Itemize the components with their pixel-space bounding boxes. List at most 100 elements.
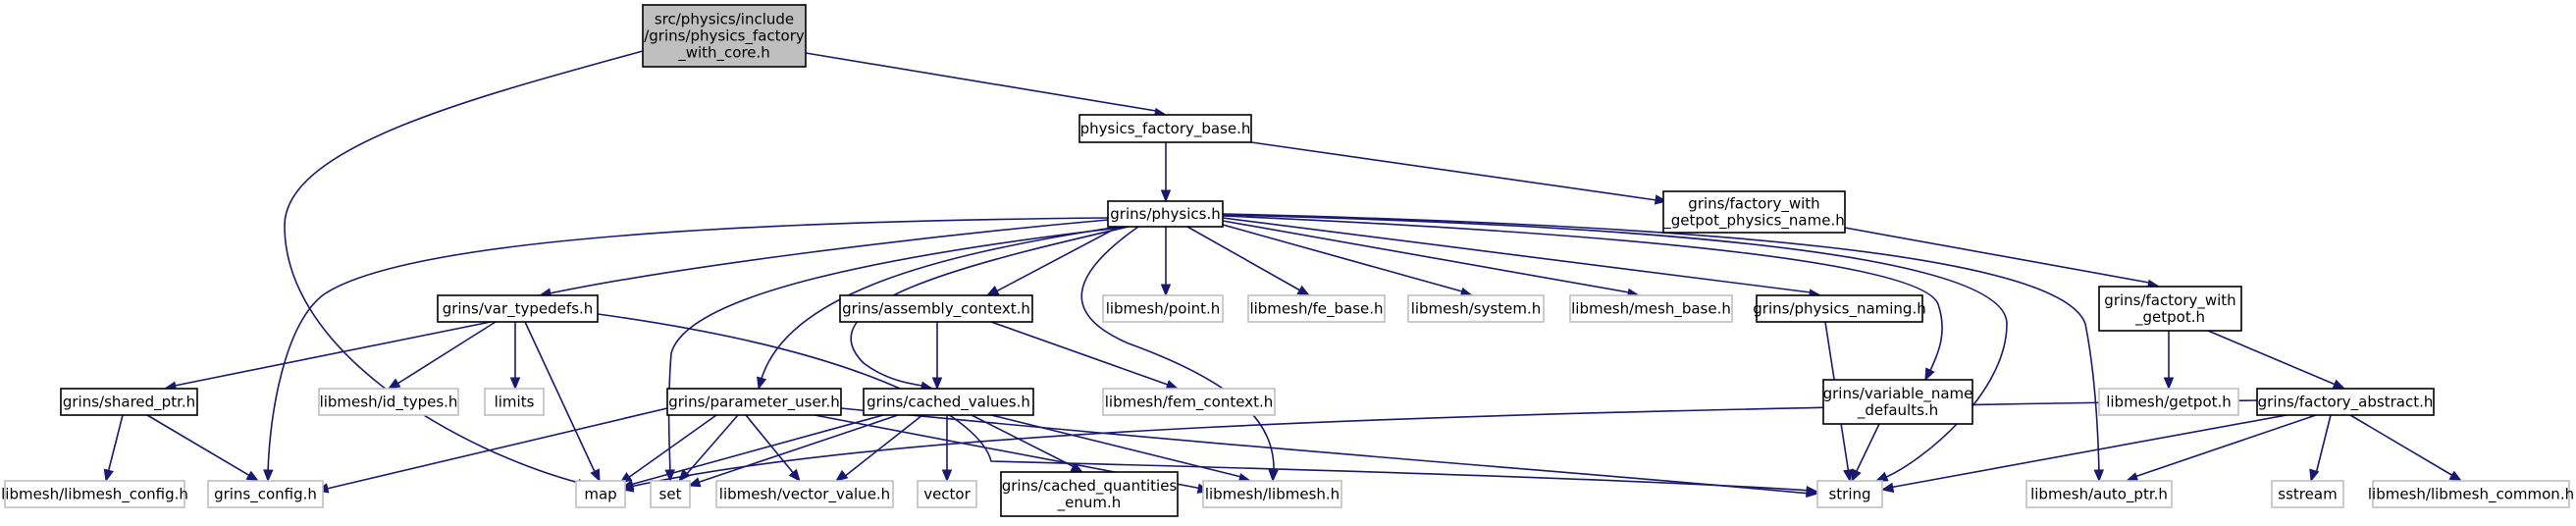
edge-physics-to-variable_name_defaults xyxy=(1222,215,1943,376)
node-label: grins/parameter_user.h xyxy=(668,394,840,412)
node-label: vector xyxy=(923,486,971,503)
node-cached-values[interactable]: grins/cached_values.h xyxy=(863,388,1034,416)
node-libmesh-system: libmesh/system.h xyxy=(1407,294,1545,323)
node-box xyxy=(575,480,626,508)
node-libmesh-mesh-base: libmesh/mesh_base.h xyxy=(1569,294,1733,323)
node-label: libmesh/auto_ptr.h xyxy=(2030,486,2168,504)
edge-parameter_user-to-string xyxy=(840,407,1812,495)
edge-physics-to-libmesh_libmesh xyxy=(1080,226,1275,474)
edge-root-to-physics_factory_base xyxy=(805,52,1157,112)
node-libmesh-libmesh: libmesh/libmesh.h xyxy=(1202,480,1342,508)
node-libmesh-id-types: libmesh/id_types.h xyxy=(318,388,459,416)
node-box xyxy=(1756,294,1923,323)
edge-var_typedefs-to-map xyxy=(524,321,597,475)
node-label: _getpot_physics_name.h xyxy=(1662,212,1844,231)
edge-var_typedefs-to-shared_ptr xyxy=(174,321,492,387)
arrowhead-shared_ptr-to-libmesh_libmesh_config xyxy=(103,468,114,483)
node-box xyxy=(1662,190,1846,234)
node-box xyxy=(1000,471,1179,517)
arrowhead-cached_values-to-libmesh_vector_value xyxy=(834,469,849,482)
edge-factory_with_getpot-to-factory_abstract xyxy=(2207,330,2337,386)
node-libmesh-vector-value: libmesh/vector_value.h xyxy=(715,480,894,508)
node-box xyxy=(2098,286,2242,332)
edge-physics-to-libmesh_auto_ptr xyxy=(1222,213,2100,474)
node-label: _enum.h xyxy=(1057,494,1122,512)
node-label: grins/assembly_context.h xyxy=(842,300,1030,319)
node-label: string xyxy=(1828,486,1870,503)
arrowhead-physics-to-libmesh_libmesh xyxy=(1268,469,1279,483)
node-box xyxy=(1107,200,1224,228)
node-box xyxy=(2372,480,2570,508)
node-variable-name-defaults[interactable]: grins/variable_name_defaults.h xyxy=(1822,379,1973,425)
edge-physics-to-var_typedefs xyxy=(549,219,1109,294)
node-label: sstream xyxy=(2278,486,2337,503)
arrowhead-parameter_user-to-libmesh_vector_value xyxy=(788,468,801,483)
node-set: set xyxy=(650,480,691,508)
node-map: map xyxy=(575,480,626,508)
edge-cached_values-to-set xyxy=(696,414,899,484)
edge-parameter_user-to-libmesh_vector_value xyxy=(745,414,796,476)
edge-factory_with_getpot_physics_name-to-factory_with_getpot xyxy=(1844,227,2150,284)
node-label: libmesh/point.h xyxy=(1106,300,1221,318)
arrowhead-var_typedefs-to-libmesh_id_types xyxy=(387,378,401,390)
node-parameter-user[interactable]: grins/parameter_user.h xyxy=(666,388,842,416)
arrowhead-factory_with_getpot-to-factory_abstract xyxy=(2332,379,2346,390)
dependency-edges xyxy=(103,50,2463,499)
node-physics-factory-base[interactable]: physics_factory_base.h xyxy=(1078,114,1252,143)
node-shared-ptr[interactable]: grins/shared_ptr.h xyxy=(60,388,198,416)
file-nodes: src/physics/include/grins/physics_factor… xyxy=(1,4,2574,517)
node-libmesh-auto-ptr: libmesh/auto_ptr.h xyxy=(2025,480,2173,508)
node-label: grins/factory_with xyxy=(1688,195,1819,214)
arrowhead-factory_abstract-to-sstream xyxy=(2309,468,2320,483)
edge-assembly_context-to-libmesh_fem_context xyxy=(990,321,1169,386)
node-factory-abstract[interactable]: grins/factory_abstract.h xyxy=(2256,388,2435,416)
arrowhead-var_typedefs-to-map xyxy=(590,468,601,483)
edge-factory_abstract-to-libmesh_auto_ptr xyxy=(2133,414,2317,478)
node-var-typedefs[interactable]: grins/var_typedefs.h xyxy=(437,294,599,323)
node-physics[interactable]: grins/physics.h xyxy=(1107,200,1224,228)
node-label: libmesh/fem_context.h xyxy=(1105,394,1274,412)
node-factory-with-getpot[interactable]: grins/factory_with_getpot.h xyxy=(2098,286,2242,332)
node-label: _getpot.h xyxy=(2134,308,2205,327)
edge-physics-to-assembly_context xyxy=(995,226,1120,292)
arrowhead-parameter_user-to-set xyxy=(678,468,691,482)
edge-root-to-map xyxy=(284,50,644,484)
node-physics-naming[interactable]: grins/physics_naming.h xyxy=(1753,294,1926,323)
node-box xyxy=(917,480,977,508)
node-cached-quantities-enum[interactable]: grins/cached_quantities_enum.h xyxy=(1000,471,1179,517)
node-label: physics_factory_base.h xyxy=(1080,120,1251,138)
node-box xyxy=(4,480,185,508)
node-label: libmesh/mesh_base.h xyxy=(1571,300,1731,319)
node-label: libmesh/getpot.h xyxy=(2106,394,2232,411)
node-box xyxy=(318,388,459,416)
node-libmesh-getpot: libmesh/getpot.h xyxy=(2098,388,2239,416)
node-box xyxy=(1202,480,1342,508)
node-sstream: sstream xyxy=(2271,480,2344,508)
arrowhead-variable_name_defaults-to-string xyxy=(1851,468,1862,483)
arrowhead-physics-to-assembly_context xyxy=(985,286,1000,296)
node-label: /grins/physics_factory xyxy=(644,27,805,46)
node-box xyxy=(1102,388,1276,416)
node-label: grins/shared_ptr.h xyxy=(63,394,195,412)
node-box xyxy=(484,388,545,416)
node-label: _defaults.h xyxy=(1857,401,1938,420)
arrowhead-physics-to-libmesh_auto_ptr xyxy=(2093,469,2105,483)
node-root[interactable]: src/physics/include/grins/physics_factor… xyxy=(642,4,807,68)
node-label: grins/variable_name xyxy=(1823,385,1973,403)
node-box xyxy=(839,294,1033,323)
node-assembly-context[interactable]: grins/assembly_context.h xyxy=(839,294,1033,323)
arrowhead-shared_ptr-to-grins_config xyxy=(245,470,260,482)
node-label: libmesh/vector_value.h xyxy=(719,486,890,504)
node-label: libmesh/libmesh_config.h xyxy=(1,486,188,504)
node-box xyxy=(666,388,842,416)
node-box xyxy=(437,294,599,323)
edge-physics-to-libmesh_fe_base xyxy=(1186,226,1301,291)
node-box xyxy=(1247,294,1386,323)
arrowhead-physics-to-parameter_user xyxy=(757,376,767,391)
edge-physics_factory_base-to-factory_with_getpot_physics_name xyxy=(1250,141,1657,201)
node-factory-with-getpot-physics-name[interactable]: grins/factory_with_getpot_physics_name.h xyxy=(1662,190,1846,234)
edge-physics-to-libmesh_system xyxy=(1222,224,1463,292)
node-box xyxy=(1078,114,1252,143)
node-box xyxy=(1407,294,1545,323)
edge-factory_abstract-to-string xyxy=(1888,414,2287,489)
